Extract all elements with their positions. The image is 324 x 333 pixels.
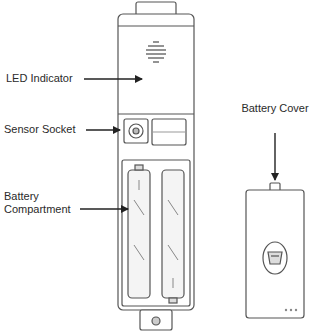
part-label: Battery Compartment bbox=[4, 190, 78, 216]
part-label: Battery Cover bbox=[240, 102, 310, 115]
leader-arrow bbox=[80, 79, 275, 209]
part-label: Sensor Socket bbox=[4, 123, 84, 136]
part-label: LED Indicator bbox=[6, 72, 82, 85]
